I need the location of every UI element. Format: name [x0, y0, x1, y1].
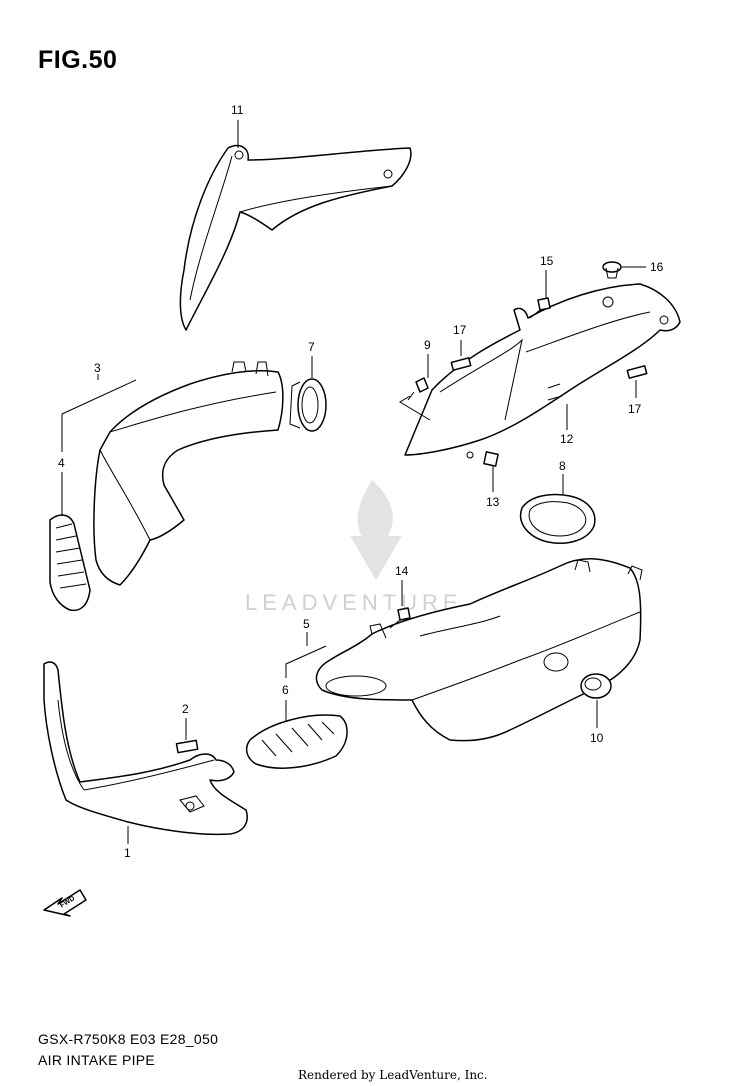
part-11-drawing[interactable] — [179, 144, 412, 331]
callout-1: 1 — [124, 846, 131, 860]
callout-5: 5 — [303, 617, 310, 631]
callout-2: 2 — [182, 702, 189, 716]
callout-17-lower: 17 — [628, 402, 642, 416]
part-12-drawing[interactable] — [404, 283, 681, 459]
watermark: LEADVENTURE — [245, 480, 463, 615]
callout-4: 4 — [58, 456, 65, 470]
callout-10: 10 — [590, 731, 604, 745]
fwd-arrow-icon: FWD — [43, 889, 87, 917]
callout-16: 16 — [650, 260, 664, 274]
callout-6: 6 — [282, 683, 289, 697]
model-code: GSX-R750K8 E03 E28_050 — [38, 1031, 219, 1047]
part-15-screw-icon[interactable] — [529, 297, 551, 319]
callouts: 11 3 4 7 9 17 15 16 17 12 13 8 14 5 6 10… — [58, 103, 664, 860]
callout-12: 12 — [560, 432, 574, 446]
watermark-logo-icon — [350, 480, 402, 580]
watermark-text: LEADVENTURE — [245, 590, 463, 615]
part-2-label-icon[interactable] — [175, 739, 199, 754]
part-13-clip-icon[interactable] — [483, 451, 499, 467]
part-6-drawing[interactable] — [245, 714, 348, 769]
part-5-drawing[interactable] — [315, 558, 643, 742]
part-9-bolt-icon[interactable] — [407, 377, 429, 401]
callout-3: 3 — [94, 361, 101, 375]
callout-11: 11 — [231, 103, 244, 117]
callout-8: 8 — [559, 459, 566, 473]
part-8-drawing[interactable] — [519, 493, 596, 544]
part-10-drawing[interactable] — [580, 673, 612, 699]
part-1-drawing[interactable] — [43, 661, 248, 836]
callout-15: 15 — [540, 254, 554, 268]
part-17-label-icon[interactable] — [450, 357, 648, 379]
part-16-grommet-icon[interactable] — [602, 261, 622, 279]
callout-17-upper: 17 — [453, 323, 467, 337]
part-14-bolt-icon[interactable] — [389, 607, 411, 629]
part-3-drawing[interactable] — [93, 361, 284, 586]
part-7-drawing[interactable] — [289, 378, 327, 432]
callout-7: 7 — [308, 340, 315, 354]
render-credit: Rendered by LeadVenture, Inc. — [298, 1068, 488, 1082]
part-4-drawing[interactable] — [49, 514, 91, 612]
callout-13: 13 — [486, 495, 500, 509]
leader-lines — [61, 120, 646, 844]
callout-14: 14 — [395, 564, 409, 578]
section-name: AIR INTAKE PIPE — [38, 1052, 156, 1068]
figure-title: FIG.50 — [38, 46, 118, 74]
callout-9: 9 — [424, 338, 431, 352]
